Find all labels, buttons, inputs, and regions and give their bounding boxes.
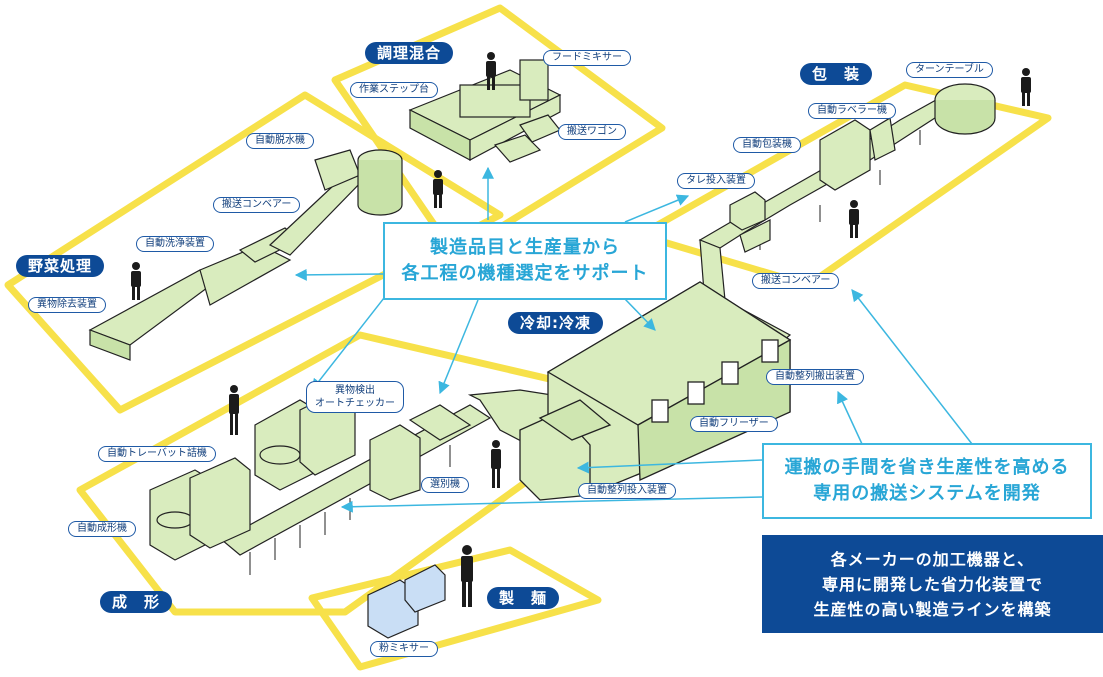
callout-bottom: 各メーカーの加工機器と、 専用に開発した省力化装置で 生産性の高い製造ラインを構… — [762, 535, 1103, 633]
label-foreign-checker-text: 異物検出 オートチェッカー — [315, 385, 395, 409]
label-flour-mixer: 粉ミキサー — [370, 641, 438, 657]
section-vegetable: 野菜処理 — [16, 255, 105, 277]
zone-noodle — [308, 546, 602, 671]
label-auto-tray-pack: 自動トレーバット詰機 — [98, 446, 216, 462]
label-foreign-remover: 異物除去装置 — [28, 297, 106, 313]
label-foreign-checker: 異物検出 オートチェッカー — [306, 381, 404, 413]
seasoning-machines — [408, 59, 562, 163]
label-auto-freezer: 自動フリーザー — [690, 416, 778, 432]
callout-right-text: 運搬の手間を省き生産性を高める 専用の搬送システムを開発 — [784, 457, 1070, 504]
label-auto-former: 自動成形機 — [68, 521, 136, 537]
label-sauce-feeder: タレ投入装置 — [677, 173, 755, 189]
label-food-mixer: フードミキサー — [543, 50, 631, 66]
section-packaging: 包 装 — [800, 63, 873, 85]
zone-vegetable — [4, 91, 504, 414]
callout-right: 運搬の手間を省き生産性を高める 専用の搬送システムを開発 — [762, 443, 1092, 519]
label-turntable: ターンテーブル — [906, 62, 993, 78]
label-sorter: 選別機 — [421, 477, 469, 493]
section-noodle: 製 麺 — [487, 587, 560, 609]
worker-icon — [131, 52, 1031, 607]
label-auto-packer: 自動包装機 — [733, 137, 801, 153]
vegetable-machines — [88, 149, 403, 361]
label-transport-conveyor-1: 搬送コンベアー — [213, 197, 301, 213]
packaging-machines — [729, 83, 996, 253]
section-forming: 成 形 — [100, 591, 173, 613]
section-seasoning: 調理混合 — [365, 42, 454, 64]
section-cooling: 冷却:冷凍 — [508, 312, 603, 334]
forming-machines — [149, 389, 472, 561]
label-auto-align-in: 自動整列投入装置 — [578, 483, 676, 499]
label-work-step: 作業ステップ台 — [350, 82, 438, 98]
label-auto-dehydrator: 自動脱水機 — [246, 133, 314, 149]
label-auto-labeler: 自動ラベラー機 — [808, 103, 896, 119]
label-transport-conveyor-2: 搬送コンベアー — [752, 273, 840, 289]
arrow-icon — [294, 166, 973, 513]
callout-top-text: 製造品目と生産量から 各工程の機種選定をサポート — [401, 237, 649, 284]
freezer-machine — [519, 281, 792, 501]
label-transport-wagon: 搬送ワゴン — [558, 124, 626, 140]
callout-bottom-text: 各メーカーの加工機器と、 専用に開発した省力化装置で 生産性の高い製造ラインを構… — [813, 549, 1052, 619]
label-auto-align-out: 自動整列搬出装置 — [766, 369, 864, 385]
callout-top: 製造品目と生産量から 各工程の機種選定をサポート — [383, 222, 667, 300]
noodle-machines — [367, 564, 446, 639]
label-auto-washer: 自動洗浄装置 — [136, 236, 214, 252]
zone-packaging — [636, 81, 1052, 289]
zone-seasoning — [331, 4, 666, 259]
